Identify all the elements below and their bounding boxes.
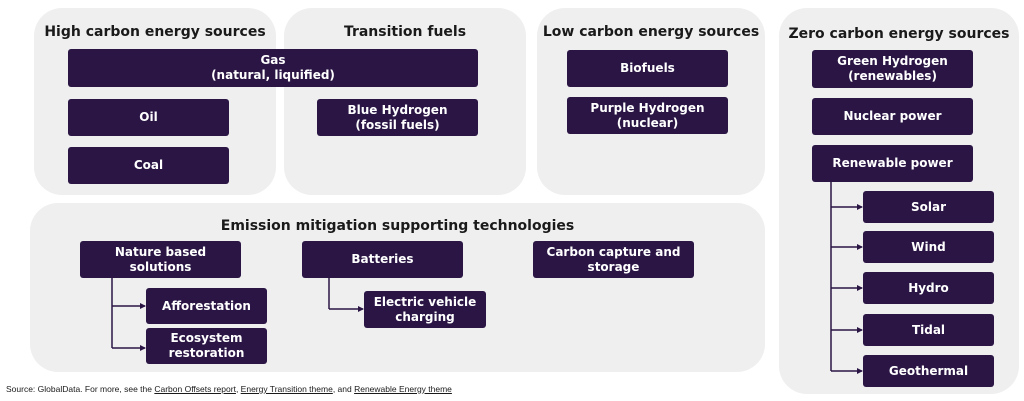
solar-box: Solar [863,191,994,223]
carbon-offsets-link[interactable]: Carbon Offsets report [154,384,236,394]
source-sep-1: , [235,384,241,394]
nuclear-power-box: Nuclear power [812,98,973,135]
ev-charging-box: Electric vehicle charging [364,291,486,328]
oil-box: Oil [68,99,229,136]
afforestation-box: Afforestation [146,288,267,324]
zero-carbon-title: Zero carbon energy sources [788,26,1010,42]
wind-box: Wind [863,231,994,263]
renewable-energy-link[interactable]: Renewable Energy theme [354,384,452,394]
biofuels-box: Biofuels [567,50,728,87]
hydro-box: Hydro [863,272,994,304]
geothermal-box: Geothermal [863,355,994,387]
batteries-box: Batteries [302,241,463,278]
blue-hydrogen-box: Blue Hydrogen (fossil fuels) [317,99,478,136]
renewable-power-box: Renewable power [812,145,973,182]
source-note: Source: GlobalData. For more, see the Ca… [6,384,452,394]
ccs-box: Carbon capture and storage [533,241,694,278]
energy-transition-link[interactable]: Energy Transition theme [240,384,333,394]
gas-box: Gas (natural, liquified) [68,49,478,87]
source-sep-2: , and [332,384,355,394]
nature-based-solutions-box: Nature based solutions [80,241,241,278]
coal-box: Coal [68,147,229,184]
low-carbon-title: Low carbon energy sources [542,24,760,40]
transition-fuels-title: Transition fuels [343,24,467,40]
high-carbon-title: High carbon energy sources [44,24,266,40]
source-prefix: Source: GlobalData. For more, see the [6,384,155,394]
mitigation-title: Emission mitigation supporting technolog… [220,218,575,234]
purple-hydrogen-box: Purple Hydrogen (nuclear) [567,97,728,134]
ecosystem-restoration-box: Ecosystem restoration [146,328,267,364]
tidal-box: Tidal [863,314,994,346]
green-hydrogen-box: Green Hydrogen (renewables) [812,50,973,88]
